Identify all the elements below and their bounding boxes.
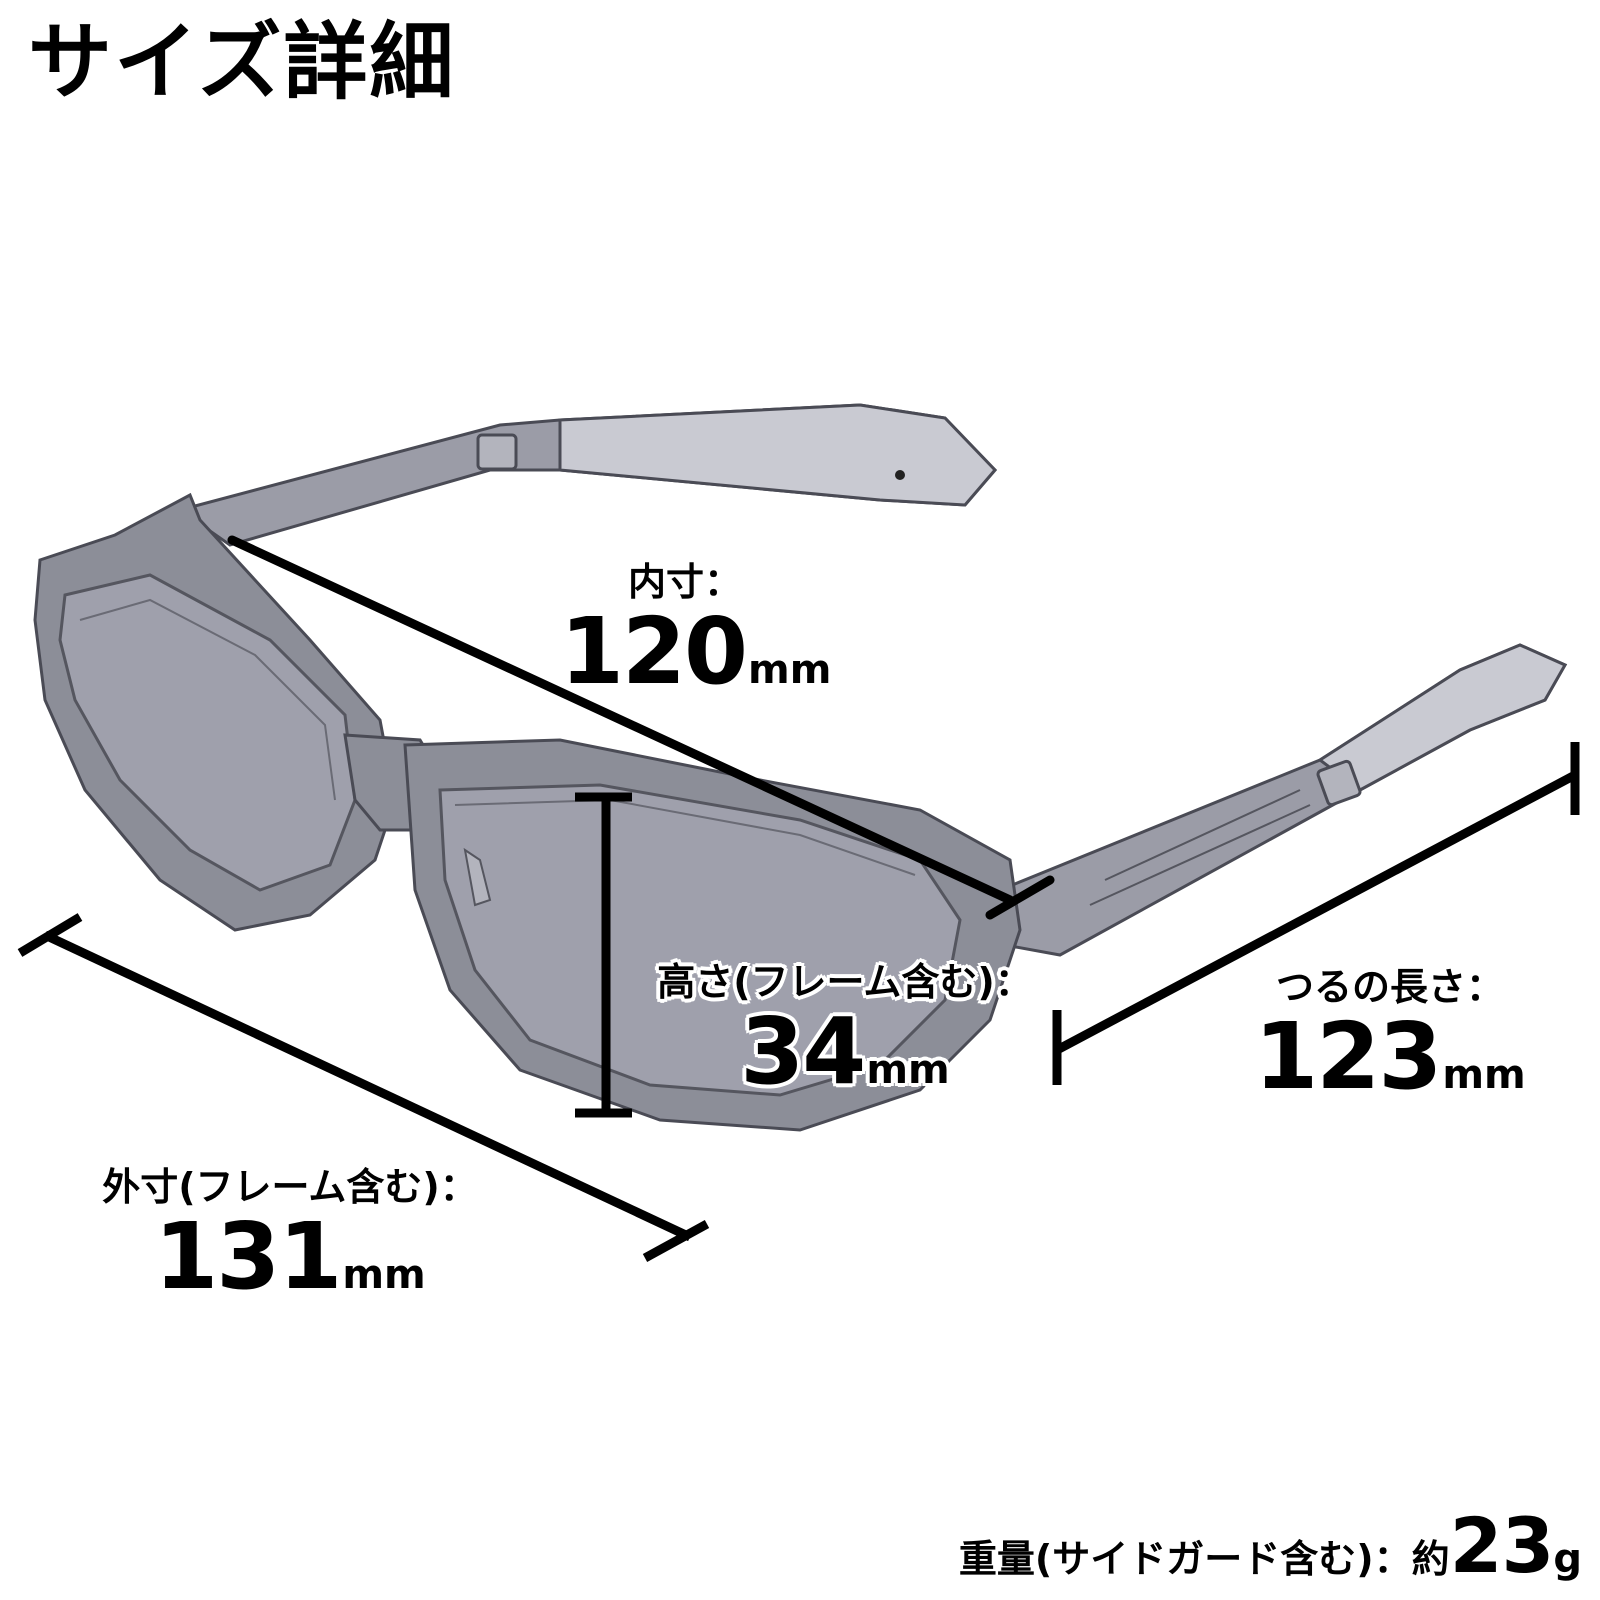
outer-dimension: 外寸(フレーム含む)： 131mm [70,1165,510,1303]
near-temple-arm [998,643,1568,957]
measure-line-temple [1052,742,1580,1085]
temple-dimension-label: つるの長さ： [1275,965,1504,1009]
inner-dimension: 内寸： 120mm [560,560,831,698]
temple-dimension: つるの長さ： 123mm [1250,965,1530,1103]
height-dimension-label: 高さ(フレーム含む)： [657,960,1033,1004]
outer-dimension-unit: mm [342,1251,426,1298]
height-dimension-value: 34 [740,997,866,1105]
inner-dimension-value: 120 [560,597,748,705]
weight-info: 重量(サイドガード含む)：約23g [959,1508,1582,1584]
measure-line-outer [17,913,710,1262]
weight-unit: g [1553,1536,1582,1582]
measure-line-inner [227,535,1055,920]
outer-dimension-label: 外寸(フレーム含む)： [102,1165,478,1209]
inner-dimension-unit: mm [748,646,832,693]
left-lens [33,492,397,932]
inner-dimension-label: 内寸： [627,560,742,604]
temple-dimension-value: 123 [1254,1002,1442,1110]
height-dimension: 高さ(フレーム含む)： 34mm [625,960,1065,1098]
outer-dimension-value: 131 [154,1202,342,1310]
height-dimension-unit: mm [866,1046,950,1093]
temple-dimension-unit: mm [1442,1051,1526,1098]
measure-line-height [575,792,632,1118]
weight-value: 23 [1449,1501,1555,1590]
far-temple-arm [176,403,998,547]
weight-label: 重量(サイドガード含む)：約 [958,1537,1450,1581]
page-title: サイズ詳細 [28,13,456,111]
